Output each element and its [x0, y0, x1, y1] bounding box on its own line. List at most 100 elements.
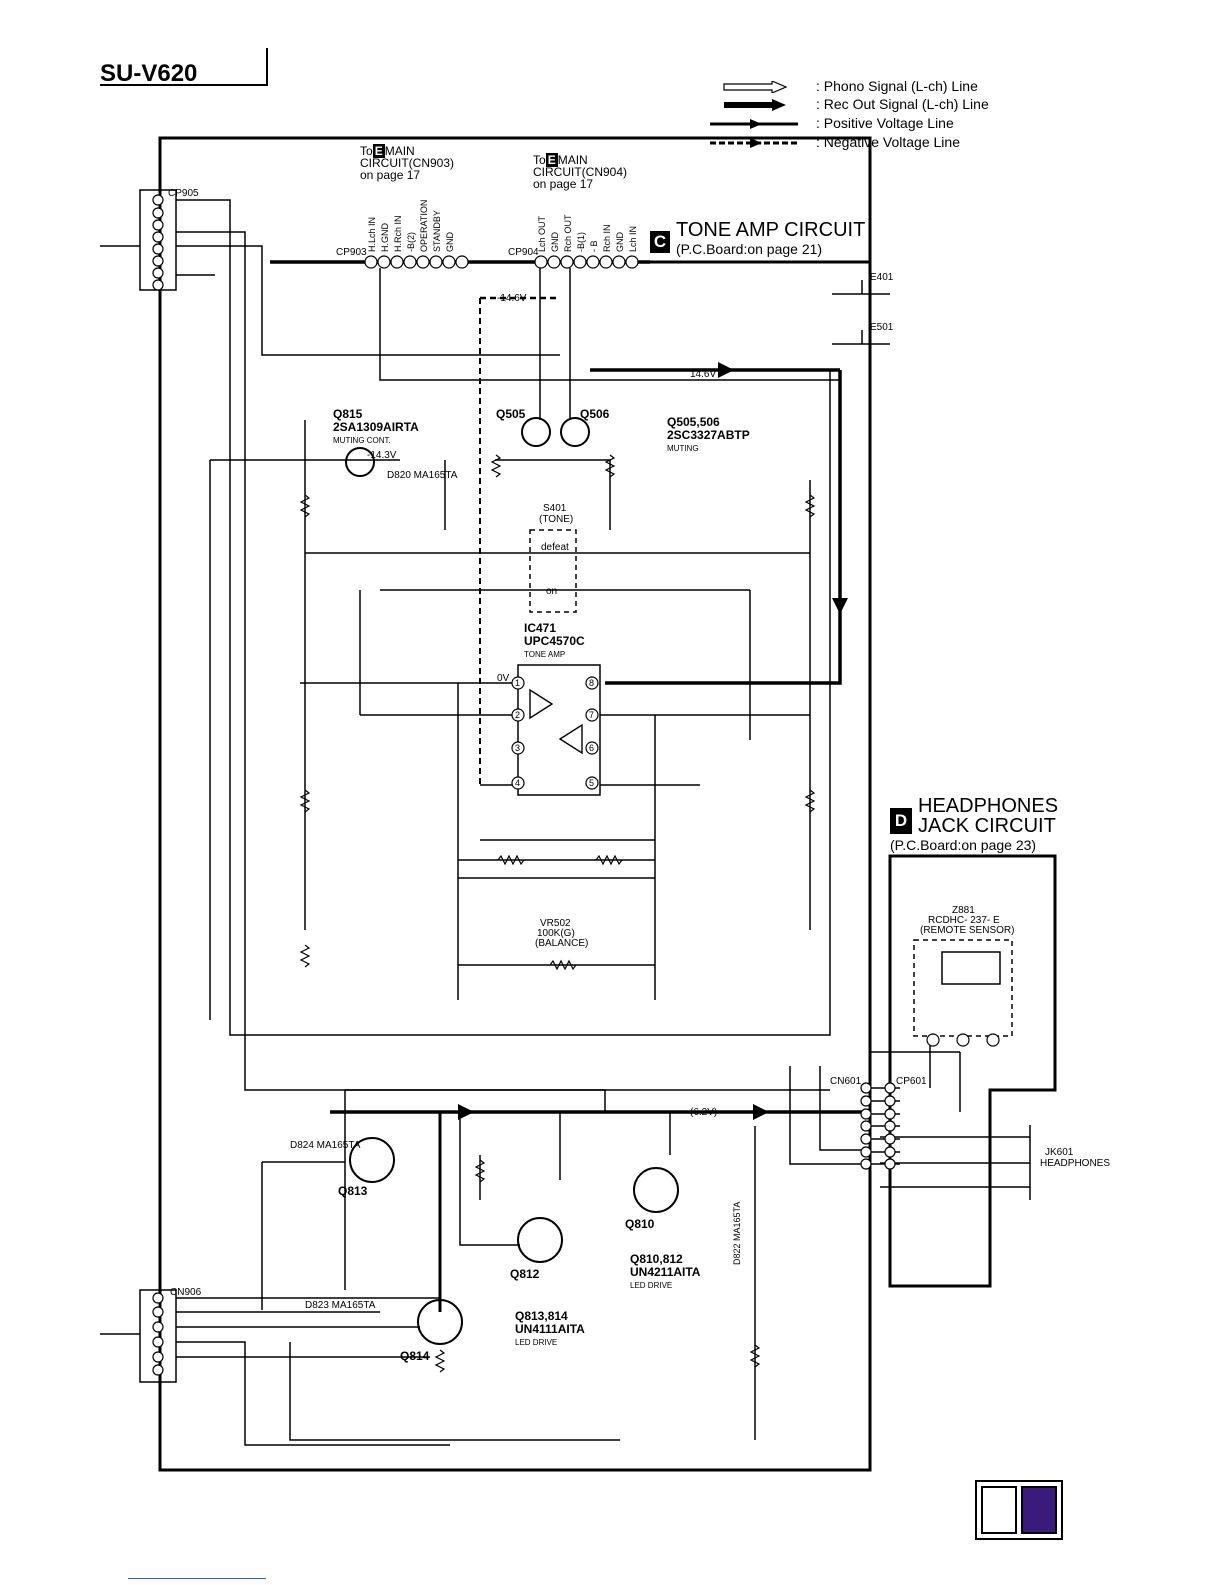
cn906-label: CN906 — [170, 1287, 202, 1298]
d822-label: D822 MA165TA — [732, 1201, 742, 1265]
cn903-badge: E — [372, 144, 385, 158]
bottom-link-underline[interactable] — [128, 1578, 266, 1579]
cn904-ref-line3: on page 17 — [533, 177, 594, 191]
q505-506-name: Q505,506 — [667, 415, 720, 429]
ic471-name: IC471 — [524, 621, 557, 635]
d824-label: D824 MA165TA — [290, 1140, 361, 1151]
tone-amp-title: TONE AMP CIRCUIT — [676, 219, 866, 241]
ic-pin1-voltage: 0V — [497, 673, 510, 684]
cp904-pin-8: Lch IN — [628, 225, 638, 252]
cn903-line1: MAIN — [384, 144, 415, 158]
page-nav-frame — [975, 1480, 1063, 1540]
model-number: SU-V620 — [100, 60, 198, 87]
ic-pin-2: 2 — [515, 710, 521, 720]
voltage-62: (6.2V) — [690, 1107, 718, 1118]
z881-func: (REMOTE SENSOR) — [920, 925, 1015, 936]
q814-name: Q814 — [400, 1349, 430, 1363]
page-nav-next[interactable] — [1021, 1486, 1057, 1534]
voltage-neg-143: -14.3V — [367, 450, 397, 461]
legend-rec-out-label: : Rec Out Signal (L-ch) Line — [816, 96, 989, 112]
headphones-title-1: HEADPHONES — [918, 795, 1059, 817]
cp903-label: CP903 — [336, 247, 367, 258]
legend-positive-label: : Positive Voltage Line — [816, 115, 954, 131]
e401-label: E401 — [870, 272, 894, 283]
s401-func: (TONE) — [539, 514, 574, 525]
q813-814-func: LED DRIVE — [515, 1338, 558, 1347]
cp904-pin-2: GND — [550, 232, 560, 252]
ic-pin-1: 1 — [515, 678, 521, 688]
cp903-pin-5: OPERATION — [419, 199, 429, 252]
headphones-sub: (P.C.Board:on page 23) — [890, 837, 1037, 853]
headphones-title-2: JACK CIRCUIT — [918, 815, 1056, 837]
cn903-ref-line2: CIRCUIT(CN903) — [360, 156, 455, 170]
cn904-line1: MAIN — [557, 153, 588, 167]
q810-name: Q810 — [625, 1217, 655, 1231]
q506-name: Q506 — [580, 407, 610, 421]
s401-defeat: defeat — [541, 542, 569, 553]
tone-amp-sub: (P.C.Board:on page 21) — [676, 241, 823, 257]
cn903-ref-line3: on page 17 — [360, 168, 421, 182]
vr502-value: 100K(G) — [537, 928, 575, 939]
voltage-pos-146: 14.6V — [690, 369, 717, 380]
jk601-name: JK601 — [1045, 1147, 1074, 1158]
hollow-arrow-icon — [723, 81, 788, 93]
q815-part: 2SA1309AIRTA — [333, 420, 419, 434]
page-nav-prev[interactable] — [981, 1486, 1017, 1534]
q815-func: MUTING CONT. — [333, 436, 391, 445]
vr502-func: (BALANCE) — [535, 938, 589, 949]
d823-label: D823 MA165TA — [305, 1300, 376, 1311]
z881-part: RCDHC- 237- E — [928, 915, 1000, 926]
q812-name: Q812 — [510, 1267, 540, 1281]
vr502-name: VR502 — [540, 918, 571, 929]
s401-on: on — [546, 586, 558, 597]
model-divider — [266, 48, 268, 86]
cp904-pin-4: -B(1) — [576, 232, 586, 252]
jk601-func: HEADPHONES — [1040, 1158, 1111, 1169]
cp904-pin-3: Rch OUT — [563, 214, 573, 252]
cp904-pin-6: Rch IN — [602, 224, 612, 252]
cp904-label: CP904 — [508, 247, 539, 258]
q813-814-part: UN4111AITA — [515, 1322, 585, 1336]
cp903-pin-6: STANDBY — [432, 210, 442, 252]
ic-pin-5: 5 — [589, 778, 595, 788]
cp903-pin-1: H.Lch IN — [367, 216, 377, 252]
ic-pin-4: 4 — [515, 778, 521, 788]
ic-pin-7: 7 — [589, 710, 595, 720]
legend-negative-label: : Negative Voltage Line — [816, 134, 960, 150]
legend-phono-label: : Phono Signal (L-ch) Line — [816, 78, 978, 94]
q810-812-name: Q810,812 — [630, 1252, 683, 1266]
tone-amp-badge: C — [650, 231, 670, 253]
solid-arrow-icon — [724, 99, 786, 111]
cp904-pin-7: GND — [615, 232, 625, 252]
q505-506-part: 2SC3327ABTP — [667, 428, 750, 442]
cn601-label: CN601 — [830, 1076, 862, 1087]
cp903-pin-2: H.GND — [380, 223, 390, 252]
headphones-badge: D — [890, 808, 912, 834]
q813-814-name: Q813,814 — [515, 1309, 568, 1323]
cn904-ref-line2: CIRCUIT(CN904) — [533, 165, 628, 179]
positive-line-icon — [710, 119, 798, 129]
cp903-pin-7: GND — [445, 232, 455, 252]
cp601-label: CP601 — [896, 1076, 927, 1087]
q505-name: Q505 — [496, 407, 526, 421]
cn904-to-text: To — [533, 153, 546, 167]
model-underline — [100, 84, 268, 86]
q815-name: Q815 — [333, 407, 363, 421]
d820-label: D820 MA165TA — [387, 470, 458, 481]
z881-name: Z881 — [952, 905, 975, 916]
cn904-badge: E — [545, 153, 558, 167]
ic471-func: TONE AMP — [524, 650, 566, 659]
ic-pin-6: 6 — [589, 743, 595, 753]
cp904-pin-5: - B — [589, 240, 599, 252]
negative-line-icon — [710, 138, 798, 148]
cp904-pin-1: Lch OUT — [537, 215, 547, 252]
e501-label: E501 — [870, 322, 894, 333]
q505-506-func: MUTING — [667, 444, 699, 453]
q810-812-part: UN4211AITA — [630, 1265, 701, 1279]
cp903-pin-4: -B(2) — [406, 232, 416, 252]
voltage-neg-146: -14.6V — [497, 293, 527, 304]
q813-name: Q813 — [338, 1184, 368, 1198]
